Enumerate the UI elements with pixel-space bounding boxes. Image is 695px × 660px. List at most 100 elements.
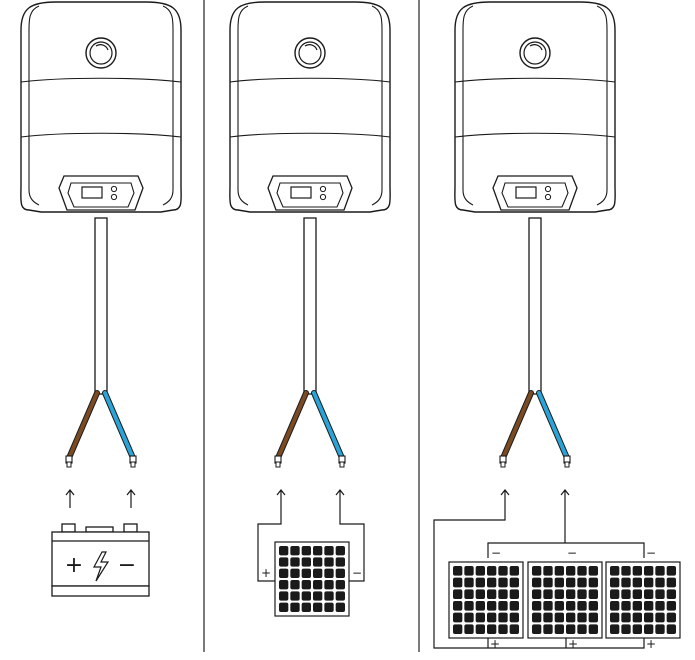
solar-wiring <box>257 508 365 582</box>
solar-cell <box>632 612 642 623</box>
up-arrow-icon <box>276 489 345 508</box>
array-plus-label-3: + <box>646 637 656 651</box>
array-minus-label-1: − <box>491 546 501 560</box>
solar-cell <box>632 589 642 599</box>
solar-cell <box>588 566 598 576</box>
solar-cell <box>543 601 553 611</box>
solar-cell <box>621 612 631 623</box>
solar-cell <box>324 602 334 612</box>
solar-cell <box>532 566 542 576</box>
solar-cell <box>621 589 631 599</box>
solar-cell <box>588 624 598 634</box>
solar-cell <box>279 546 289 556</box>
solar-cell <box>577 601 587 611</box>
solar-cell <box>279 557 289 567</box>
solar-cell <box>279 602 289 612</box>
solar-cell <box>464 624 474 634</box>
solar-cell <box>498 612 508 623</box>
solar-cell <box>588 612 598 623</box>
solar-cell <box>554 612 564 623</box>
solar-cell <box>509 624 519 634</box>
solar-cell <box>543 612 553 623</box>
solar-cell <box>610 601 620 611</box>
solar-cell <box>453 624 463 634</box>
solar-cell <box>453 566 463 576</box>
solar-cell <box>509 589 519 599</box>
solar-panel-icon <box>527 561 603 639</box>
solar-cell <box>464 601 474 611</box>
solar-cell <box>453 589 463 599</box>
solar-cell <box>588 577 598 588</box>
solar-cell <box>577 577 587 588</box>
solar-panel-icon <box>448 561 524 639</box>
solar-cell <box>498 601 508 611</box>
solar-cell <box>290 602 300 612</box>
solar-cell <box>577 624 587 634</box>
solar-cell <box>290 557 300 567</box>
solar-cell <box>290 591 300 601</box>
solar-cell <box>475 624 485 634</box>
solar-cell <box>532 612 542 623</box>
solar-cell <box>313 557 323 567</box>
solar-cell <box>621 601 631 611</box>
solar-cell <box>554 624 564 634</box>
solar-cell <box>632 577 642 588</box>
solar-cell <box>335 546 345 556</box>
array-minus-label-3: − <box>646 546 656 560</box>
solar-cell <box>610 612 620 623</box>
charger-wires <box>275 393 345 467</box>
solar-cell <box>313 546 323 556</box>
solar-cell <box>621 566 631 576</box>
solar-cell <box>666 601 676 611</box>
solar-cell <box>554 589 564 599</box>
solar-cell <box>644 566 654 576</box>
solar-cell <box>475 589 485 599</box>
solar-cell <box>621 624 631 634</box>
solar-cell <box>655 566 665 576</box>
panel-battery: + − <box>20 1 182 597</box>
solar-cell <box>313 602 323 612</box>
solar-cell <box>666 589 676 599</box>
solar-cell <box>532 624 542 634</box>
solar-cell <box>301 602 311 612</box>
solar-cell <box>610 624 620 634</box>
solar-cell <box>509 601 519 611</box>
solar-cell <box>655 589 665 599</box>
solar-cell <box>475 566 485 576</box>
solar-cell <box>313 591 323 601</box>
solar-cell <box>475 612 485 623</box>
solar-cell <box>577 566 587 576</box>
solar-cell <box>335 557 345 567</box>
solar-cell <box>324 568 334 578</box>
solar-cell <box>566 601 576 611</box>
solar-cell <box>566 624 576 634</box>
solar-cell <box>632 624 642 634</box>
solar-cell <box>498 589 508 599</box>
solar-cell <box>543 577 553 588</box>
solar-cell <box>666 566 676 576</box>
solar-cell <box>566 612 576 623</box>
solar-cell <box>554 601 564 611</box>
solar-cell <box>324 546 334 556</box>
solar-cell <box>290 568 300 578</box>
array-minus-label-2: − <box>567 546 577 560</box>
solar-cell <box>464 566 474 576</box>
solar-cell <box>655 577 665 588</box>
charger-device <box>229 1 391 395</box>
charger-wires <box>66 393 136 467</box>
solar-cell <box>498 577 508 588</box>
lightning-icon <box>93 551 110 582</box>
solar-cell <box>509 566 519 576</box>
solar-cell <box>487 589 497 599</box>
panel-parallel-solar: − − − + + + <box>433 1 681 651</box>
charger-wires <box>500 393 570 467</box>
solar-cell <box>335 580 345 590</box>
solar-cell <box>621 577 631 588</box>
solar-cell <box>577 612 587 623</box>
solar-cell <box>487 601 497 611</box>
solar-cell <box>666 612 676 623</box>
solar-panel-icon <box>605 561 681 639</box>
solar-cell <box>655 601 665 611</box>
solar-cell <box>588 589 598 599</box>
